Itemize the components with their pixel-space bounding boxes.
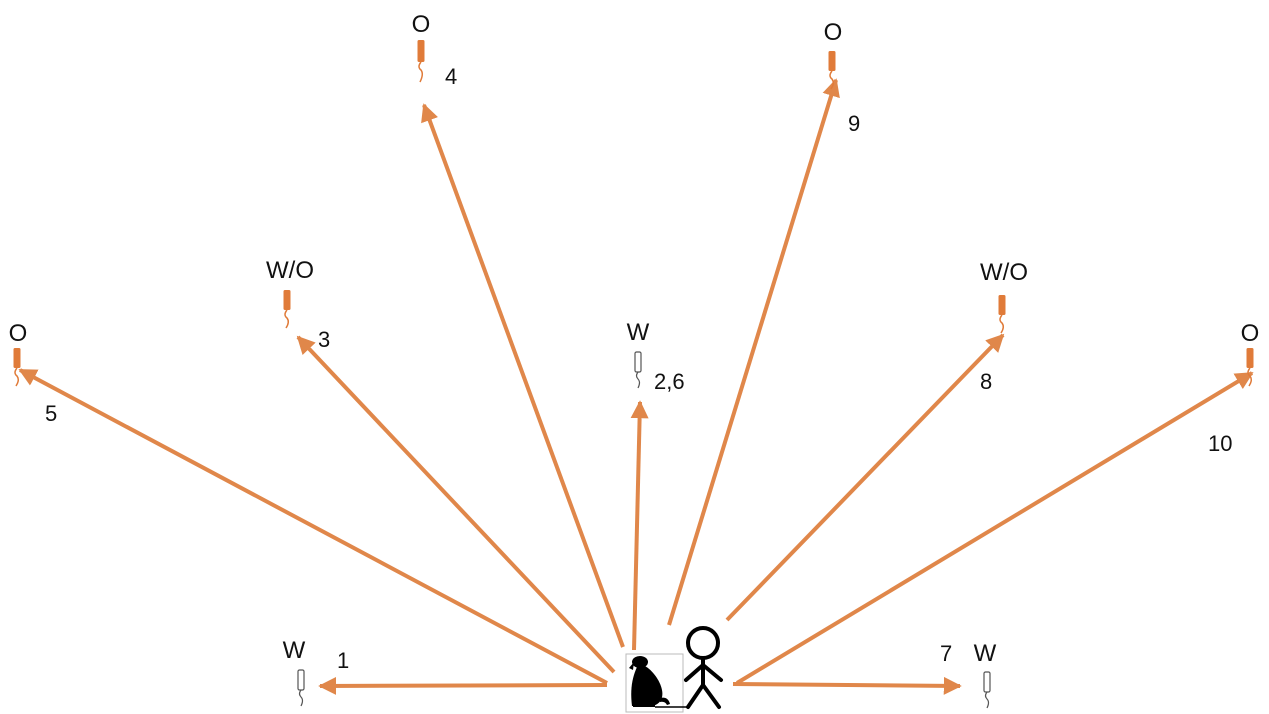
dummy-3 (283, 290, 291, 329)
arrow-26 (630, 400, 649, 651)
arrow-7 (732, 676, 962, 695)
target-type-label: O (1241, 320, 1260, 347)
stick-figure-icon (684, 626, 723, 709)
throw-order-label: 10 (1208, 431, 1232, 456)
dog-and-handler (625, 626, 723, 713)
dummy-1 (297, 669, 305, 707)
target-type-label: W (283, 637, 306, 664)
dummy-8 (998, 295, 1006, 334)
dummy-empty-icon (634, 351, 642, 373)
target-type-label: W (974, 640, 997, 667)
dummy-9 (828, 51, 836, 90)
dummy-filled-icon (417, 40, 425, 62)
arrow-8 (725, 333, 1005, 622)
throw-order-label: 8 (980, 369, 992, 394)
dummy-5 (13, 348, 21, 387)
dummy-filled-icon (1246, 348, 1254, 368)
dummy-empty-icon (983, 671, 991, 693)
dummy-filled-icon (283, 290, 291, 310)
dummy-4 (417, 40, 425, 83)
dummy-filled-icon (828, 51, 836, 71)
arrow-3 (296, 335, 616, 674)
throw-arrows (18, 78, 1254, 695)
target-type-label: W (627, 319, 650, 346)
throw-order-label: 5 (45, 401, 57, 426)
dummy-filled-icon (998, 295, 1006, 315)
arrow-4 (421, 103, 625, 648)
dummy-filled-icon (13, 348, 21, 368)
target-type-label: O (9, 320, 28, 347)
target-type-label: W/O (266, 257, 314, 284)
dummy-10 (1246, 348, 1254, 387)
throw-order-label: 2,6 (654, 369, 685, 394)
throw-order-label: 7 (940, 641, 952, 666)
arrow-5 (18, 368, 608, 685)
dummy-7 (983, 671, 991, 709)
throw-order-label: 3 (318, 327, 330, 352)
target-type-label: W/O (980, 259, 1028, 286)
throw-order-label: 1 (337, 648, 349, 673)
arrow-10 (735, 371, 1254, 685)
dummy-26 (634, 351, 642, 389)
dog-silhouette-icon (629, 656, 670, 707)
throw-order-label: 9 (848, 111, 860, 136)
throw-order-label: 4 (445, 64, 457, 89)
dummy-empty-icon (297, 669, 305, 691)
target-type-label: O (412, 11, 431, 38)
arrow-9 (667, 78, 840, 626)
arrow-1 (318, 676, 608, 695)
target-type-label: O (824, 19, 843, 46)
